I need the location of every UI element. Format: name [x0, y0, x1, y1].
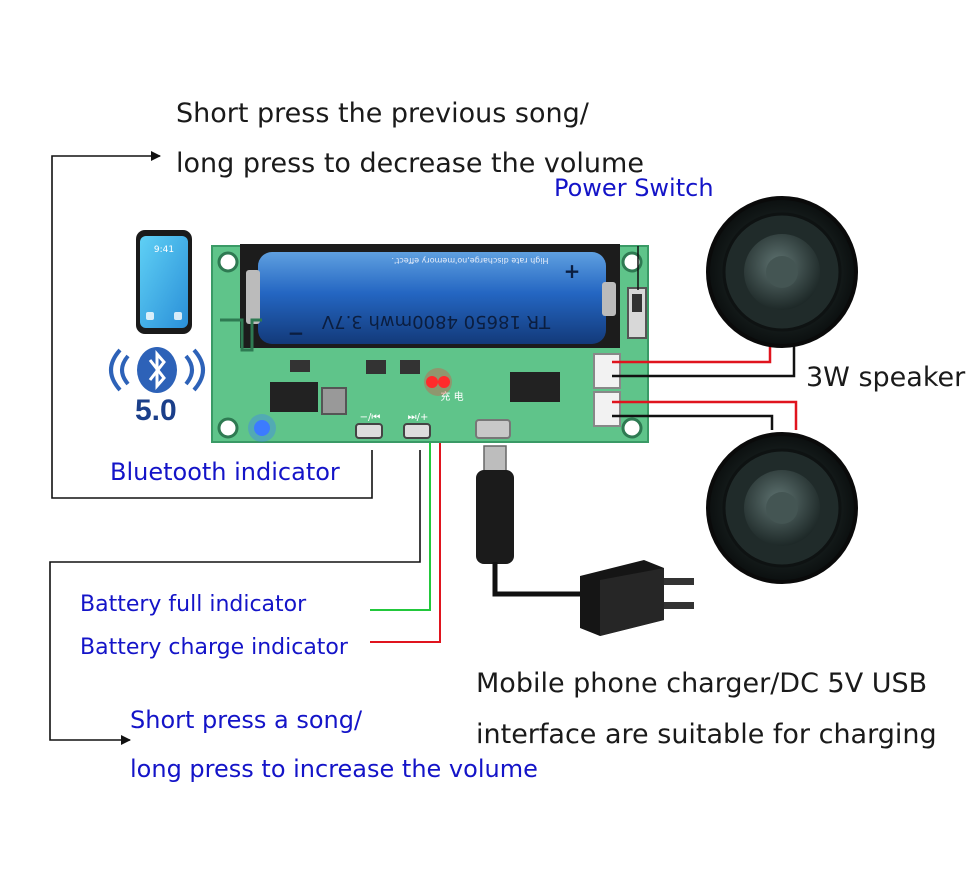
bluetooth-indicator-label: Bluetooth indicator — [110, 458, 340, 486]
pcb-board: TR 18650 4800mwh 3.7V High rate discharg… — [211, 244, 649, 443]
speaker-bottom-red-wire — [612, 400, 798, 430]
phone-time: 9:41 — [154, 245, 174, 255]
speaker-label: 3W speaker — [806, 362, 966, 393]
battery-charge-label: Battery charge indicator — [80, 635, 348, 660]
phone-icon: 9:41 — [136, 230, 192, 334]
battery-charge-wire — [370, 390, 441, 643]
battery-full-wire — [370, 398, 431, 611]
led-mark: 充 电 — [440, 390, 463, 403]
charger-label-line2: interface are suitable for charging — [476, 719, 937, 750]
next-song-guide-line — [49, 450, 421, 745]
speaker-bottom — [706, 432, 858, 584]
battery-plus: + — [564, 259, 581, 283]
bluetooth-icon — [109, 347, 205, 393]
charger-label-line1: Mobile phone charger/DC 5V USB — [476, 668, 928, 699]
speaker-top — [706, 196, 858, 348]
battery-minus: − — [288, 321, 305, 345]
speaker-top-black-wire — [612, 340, 796, 378]
usb-cable — [476, 445, 580, 597]
battery-model-text: TR 18650 4800mwh 3.7V — [321, 311, 551, 332]
battery-full-label: Battery full indicator — [80, 592, 307, 617]
power-switch-label: Power Switch — [554, 174, 714, 202]
prev-button-mark: −/⏮ — [360, 412, 381, 423]
next-song-label-line1: Short press a song/ — [130, 706, 363, 734]
prev-song-label-line1: Short press the previous song/ — [176, 98, 589, 129]
bluetooth-version: 5.0 — [135, 394, 177, 427]
speaker-bottom-black-wire — [612, 414, 774, 430]
next-button-mark: ⏭/+ — [408, 412, 429, 423]
prev-song-label-line2: long press to decrease the volume — [176, 148, 644, 179]
prev-song-guide-line — [51, 151, 373, 499]
charger-adapter-icon — [580, 560, 694, 636]
next-song-label-line2: long press to increase the volume — [130, 755, 538, 783]
speaker-top-red-wire — [612, 340, 772, 364]
battery-note-text: High rate discharge,no'memory effect'. — [391, 256, 548, 265]
